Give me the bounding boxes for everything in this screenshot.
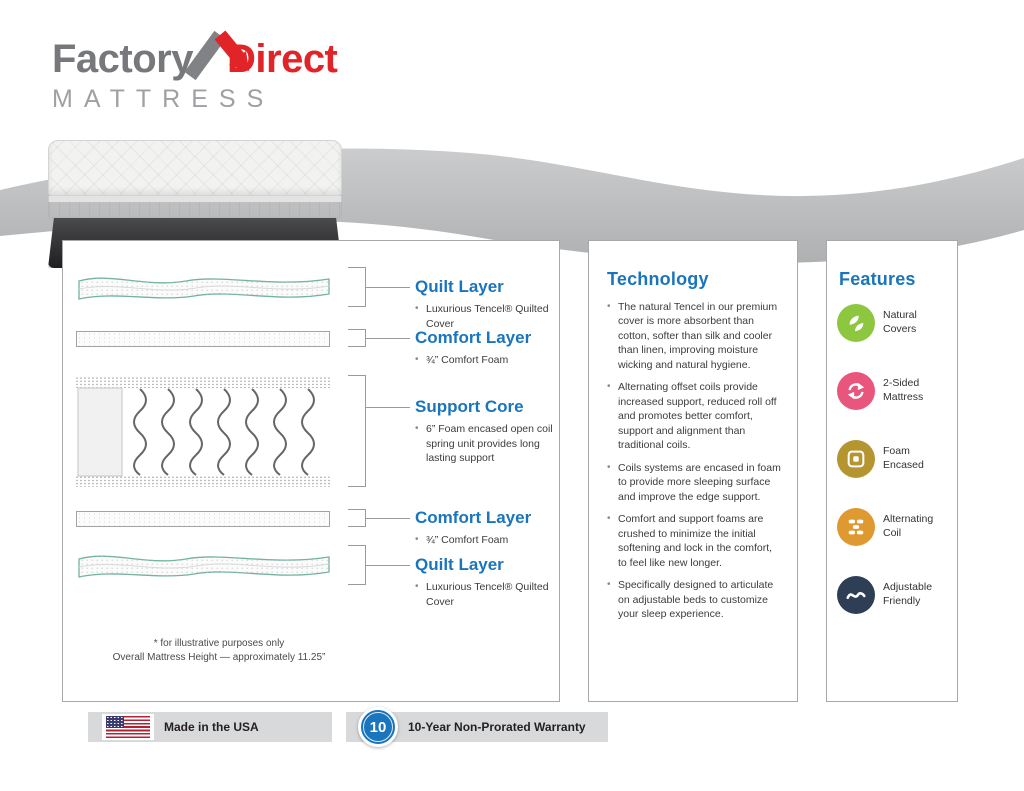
foam-encased-icon xyxy=(837,440,875,478)
callout-comfort-layer-top: Comfort Layer ¾” Comfort Foam xyxy=(415,328,555,368)
callout-bracket xyxy=(348,329,366,347)
alternating-coil-icon xyxy=(837,508,875,546)
warranty-text: 10-Year Non-Prorated Warranty xyxy=(408,720,586,734)
callout-bracket xyxy=(348,375,366,487)
comfort-layer-illustration-top xyxy=(76,331,330,347)
callout-support-core: Support Core 6” Foam encased open coil s… xyxy=(415,397,555,465)
technology-title: Technology xyxy=(607,269,709,289)
callout-text: Luxurious Tencel® Quilted Cover xyxy=(415,580,555,608)
callout-bracket xyxy=(348,545,366,585)
support-core-illustration xyxy=(76,377,332,487)
feature-two-sided: 2-Sided Mattress xyxy=(837,372,951,410)
callout-connector xyxy=(366,407,410,408)
features-title: Features xyxy=(839,269,916,289)
quilt-layer-illustration-bottom xyxy=(78,555,330,578)
logo-word-factory: Factory xyxy=(52,37,194,81)
callout-text: 6” Foam encased open coil spring unit pr… xyxy=(415,422,555,465)
roof-arrow-icon xyxy=(182,20,264,82)
feature-label: Foam Encased xyxy=(883,445,924,471)
callout-title: Quilt Layer xyxy=(415,277,504,296)
technology-panel: Technology The natural Tencel in our pre… xyxy=(588,240,798,702)
callout-bracket xyxy=(348,267,366,307)
feature-foam-encased: Foam Encased xyxy=(837,440,951,478)
callout-quilt-layer-top: Quilt Layer Luxurious Tencel® Quilted Co… xyxy=(415,277,555,331)
feature-label: Natural Covers xyxy=(883,309,917,335)
callout-quilt-layer-bottom: Quilt Layer Luxurious Tencel® Quilted Co… xyxy=(415,555,555,609)
callout-connector xyxy=(366,565,410,566)
layers-panel: Quilt Layer Luxurious Tencel® Quilted Co… xyxy=(62,240,560,702)
technology-bullet: The natural Tencel in our premium cover … xyxy=(607,300,781,372)
callout-comfort-layer-bottom: Comfort Layer ¾” Comfort Foam xyxy=(415,508,555,548)
feature-natural-covers: Natural Covers xyxy=(837,304,951,342)
callout-text: ¾” Comfort Foam xyxy=(415,533,555,547)
mattress-tape-edge xyxy=(48,196,342,202)
two-sided-rotate-icon xyxy=(837,372,875,410)
feature-label: Alternating Coil xyxy=(883,513,934,539)
made-in-usa-text: Made in the USA xyxy=(164,720,259,734)
callout-title: Quilt Layer xyxy=(415,555,504,574)
warranty-bar: 10 10-Year Non-Prorated Warranty xyxy=(346,707,608,747)
feature-adjustable-friendly: Adjustable Friendly xyxy=(837,576,951,614)
technology-bullet-list: The natural Tencel in our premium cover … xyxy=(607,300,781,622)
technology-bullet: Alternating offset coils provide increas… xyxy=(607,380,781,452)
warranty-seal-icon: 10 xyxy=(358,707,398,747)
footnote-line: Overall Mattress Height — approximately … xyxy=(112,652,326,663)
warranty-badge-number: 10 xyxy=(369,718,387,736)
callout-title: Comfort Layer xyxy=(415,508,532,527)
feature-alternating-coil: Alternating Coil xyxy=(837,508,951,546)
technology-bullet: Specifically designed to articulate on a… xyxy=(607,578,781,621)
features-list: Natural Covers 2-Sided Mattress xyxy=(837,304,951,614)
callout-bracket xyxy=(348,509,366,527)
callout-connector xyxy=(366,338,410,339)
callout-text: ¾” Comfort Foam xyxy=(415,353,555,367)
brand-wordmark: Factory Direct xyxy=(52,30,338,82)
callout-connector xyxy=(366,518,410,519)
feature-label: 2-Sided Mattress xyxy=(883,377,924,403)
mattress-quilted-top xyxy=(48,140,342,196)
adjustable-bed-icon xyxy=(837,576,875,614)
leaf-icon xyxy=(837,304,875,342)
callout-title: Support Core xyxy=(415,397,524,416)
footnote-line: * for illustrative purposes only xyxy=(153,638,285,649)
mattress-side-panel xyxy=(48,202,342,218)
technology-bullet: Comfort and support foams are crushed to… xyxy=(607,512,781,570)
diagram-footnote: * for illustrative purposes only Overall… xyxy=(76,637,362,665)
feature-label: Adjustable Friendly xyxy=(883,581,933,607)
logo-word-mattress: MATTRESS xyxy=(52,85,275,113)
made-in-usa-bar: Made in the USA xyxy=(88,712,332,742)
us-flag-icon xyxy=(102,714,154,740)
callout-connector xyxy=(366,287,410,288)
features-panel: Features Natural Covers xyxy=(826,240,958,702)
callout-title: Comfort Layer xyxy=(415,328,532,347)
comfort-layer-illustration-bottom xyxy=(76,511,330,527)
quilt-layer-illustration-top xyxy=(78,277,330,300)
callout-text: Luxurious Tencel® Quilted Cover xyxy=(415,302,555,330)
brand-logo: Factory Direct MATTRESS xyxy=(52,30,338,114)
technology-bullet: Coils systems are encased in foam to pro… xyxy=(607,461,781,504)
